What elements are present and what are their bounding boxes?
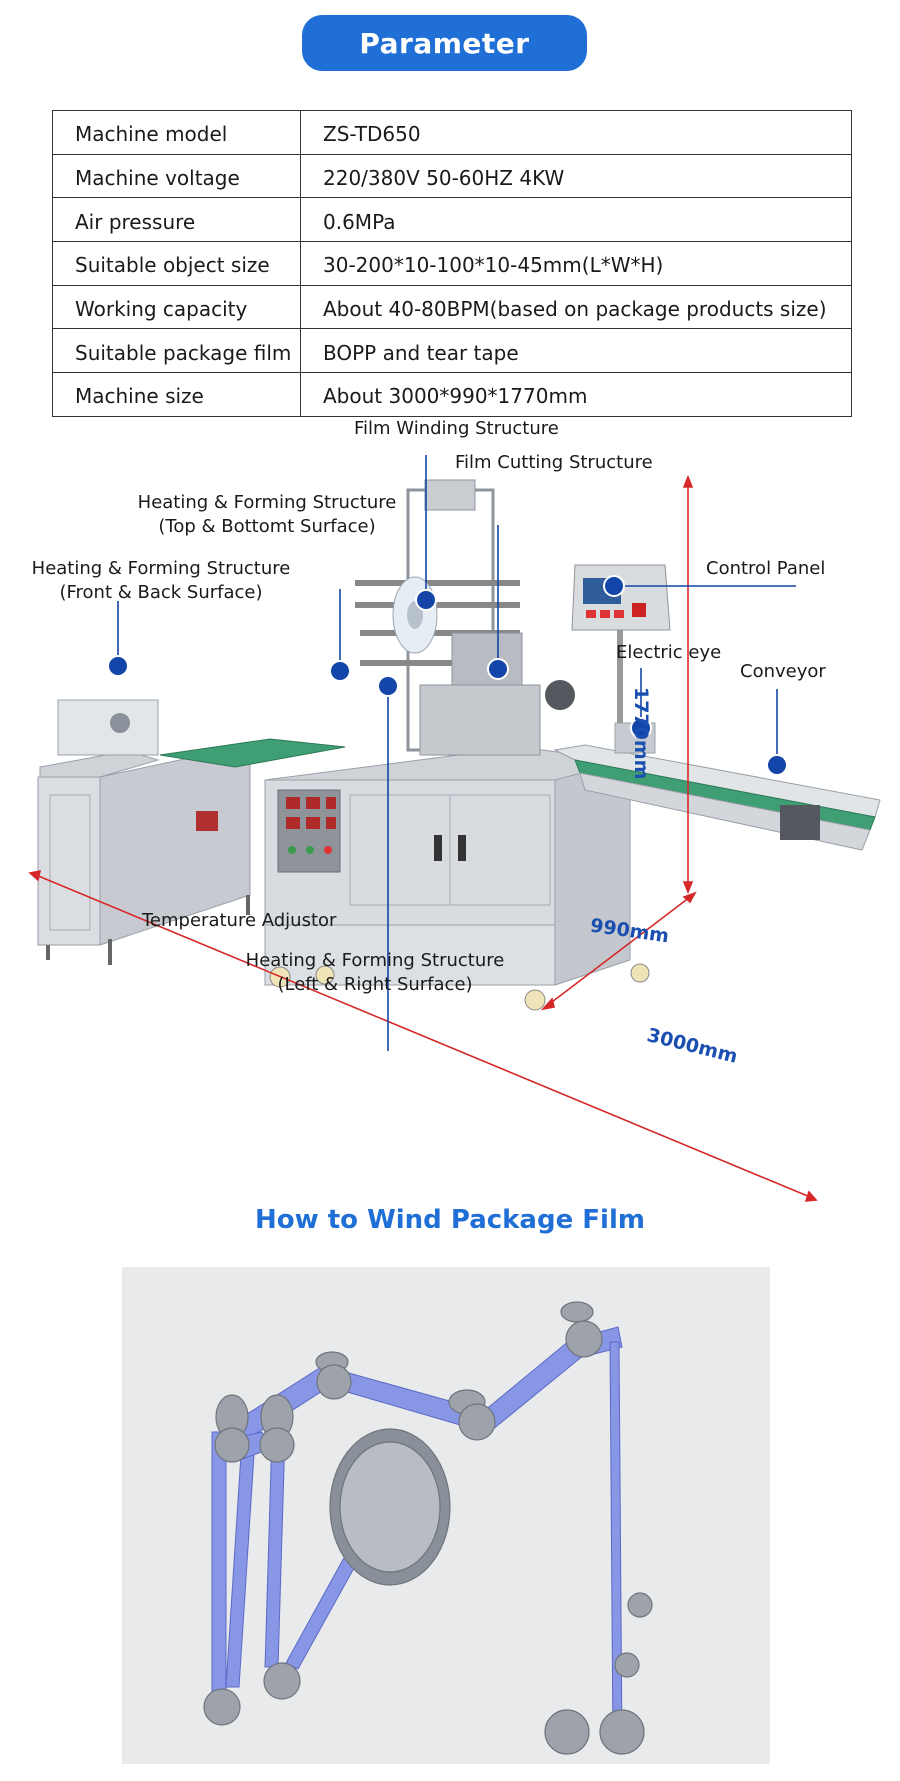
- machine-illustration: [28, 455, 881, 1202]
- parameter-value: ZS-TD650: [300, 110, 852, 155]
- film-tower: [355, 479, 575, 756]
- label-film-winding: Film Winding Structure: [354, 418, 559, 439]
- label-electric-eye: Electric eye: [616, 642, 722, 663]
- parameter-label: Machine model: [52, 110, 301, 155]
- parameter-label: Working capacity: [52, 284, 301, 330]
- parameter-value: 0.6MPa: [300, 197, 852, 243]
- label-conveyor: Conveyor: [740, 661, 826, 682]
- parameter-value: BOPP and tear tape: [300, 328, 852, 374]
- parameter-header: Parameter: [302, 15, 587, 71]
- parameter-value: About 3000*990*1770mm: [300, 372, 852, 417]
- dimension-height: 1770mm: [630, 687, 652, 780]
- parameter-label: Air pressure: [52, 197, 301, 243]
- winding-diagram: [122, 1267, 770, 1764]
- leader-lines: [117, 455, 796, 1051]
- winding-title: How to Wind Package Film: [255, 1205, 645, 1235]
- label-heating-left-line1: Heating & Forming Structure: [245, 950, 505, 971]
- label-heating-left: Heating & Forming Structure (Left & Righ…: [240, 949, 510, 997]
- parameter-label: Suitable object size: [52, 241, 301, 286]
- callout-dots: [107, 575, 788, 776]
- parameter-label: Suitable package film: [52, 328, 301, 374]
- parameter-value: About 40-80BPM(based on package products…: [300, 284, 852, 330]
- label-temperature-adjustor: Temperature Adjustor: [142, 910, 337, 931]
- winding-illustration: [203, 1301, 653, 1755]
- label-control-panel: Control Panel: [706, 558, 826, 579]
- left-heating-unit: [37, 699, 251, 965]
- machine-diagram: Film Winding Structure Film Cutting Stru…: [0, 418, 900, 1225]
- label-heating-top-line2: (Top & Bottomt Surface): [158, 516, 376, 537]
- label-heating-front-line1: Heating & Forming Structure: [31, 558, 291, 579]
- main-body: [264, 746, 650, 1011]
- label-heating-top: Heating & Forming Structure (Top & Botto…: [132, 491, 402, 539]
- label-heating-front: Heating & Forming Structure (Front & Bac…: [26, 557, 296, 605]
- right-conveyor: [553, 722, 881, 851]
- parameter-label: Machine voltage: [52, 153, 301, 199]
- parameter-label: Machine size: [52, 372, 301, 417]
- label-heating-left-line2: (Left & Right Surface): [277, 974, 473, 995]
- dimension-arrows: [28, 474, 818, 1202]
- control-panel-drawing: [571, 564, 671, 745]
- parameter-value: 30-200*10-100*10-45mm(L*W*H): [300, 241, 852, 286]
- parameter-value: 220/380V 50-60HZ 4KW: [300, 153, 852, 199]
- label-film-cutting: Film Cutting Structure: [455, 452, 653, 473]
- label-heating-top-line1: Heating & Forming Structure: [137, 492, 397, 513]
- rollers: [203, 1301, 653, 1755]
- label-heating-front-line2: (Front & Back Surface): [59, 582, 263, 603]
